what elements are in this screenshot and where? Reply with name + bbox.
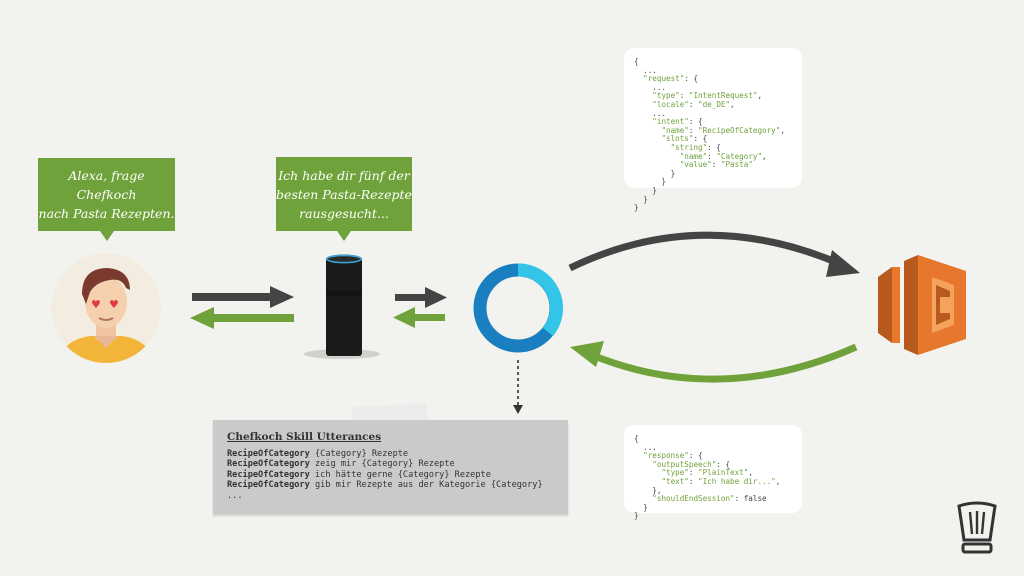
arrow-alexa-to-lambda	[568, 231, 860, 277]
aws-lambda-icon	[878, 255, 966, 355]
heart-eye-right-icon: ♥	[109, 298, 119, 311]
utterances-title: Chefkoch Skill Utterances	[227, 431, 382, 443]
dashed-arrow-to-utterances	[513, 360, 523, 414]
utterances-card: Chefkoch Skill Utterances RecipeOfCatego…	[213, 420, 568, 514]
request-json-card: { ... "request": { ... "type": "IntentRe…	[624, 48, 802, 212]
utterance-row: RecipeOfCategory zeig mir {Category} Rez…	[227, 459, 455, 470]
arrow-echo-to-alexa	[395, 287, 447, 308]
user-speech-bubble: Alexa, frage Chefkoch nach Pasta Rezepte…	[38, 158, 175, 241]
request-json-code: { ... "request": { ... "type": "IntentRe…	[634, 57, 785, 213]
heart-eye-left-icon: ♥	[91, 298, 101, 311]
utterance-ellipsis: ...	[227, 490, 243, 501]
arrow-alexa-to-echo	[393, 307, 445, 328]
arrow-lambda-to-alexa	[570, 341, 858, 383]
utterance-row: RecipeOfCategory {Category} Rezepte	[227, 449, 409, 459]
alexa-service-icon	[473, 263, 564, 353]
chef-hat-logo-icon	[957, 501, 997, 554]
user-avatar: ♥ ♥	[51, 253, 161, 363]
utterance-row: RecipeOfCategory gib mir Rezepte aus der…	[227, 480, 543, 491]
response-json-code: { ... "response": { "outputSpeech": { "t…	[634, 434, 781, 521]
amazon-echo-device	[304, 254, 380, 359]
arrow-echo-to-user	[190, 307, 294, 329]
echo-speech-bubble: Ich habe dir fünf der besten Pasta-Rezep…	[276, 157, 412, 241]
utterance-row: RecipeOfCategory ich hätte gerne {Catego…	[227, 469, 491, 480]
arrow-user-to-echo	[192, 286, 294, 308]
response-json-card: { ... "response": { "outputSpeech": { "t…	[624, 425, 802, 520]
